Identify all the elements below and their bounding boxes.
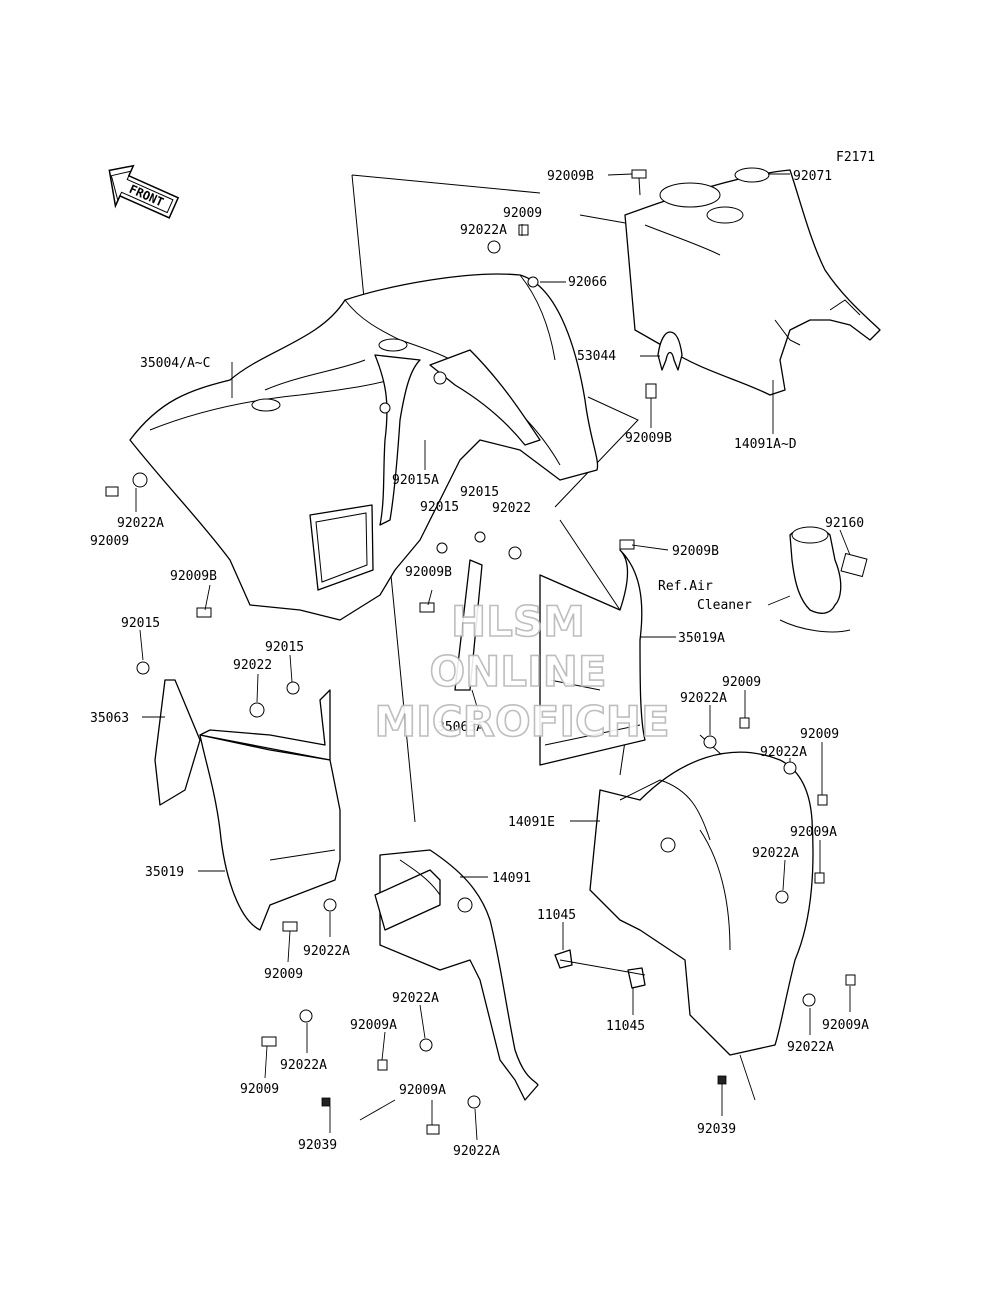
- watermark-line-1: HLSM: [451, 597, 585, 646]
- part-label: 92009B: [547, 169, 594, 184]
- part-label: 35019A: [678, 631, 725, 646]
- inner-fender-14091E: [589, 751, 814, 1056]
- watermark-line-3: MICROFICHE: [374, 697, 669, 746]
- part-label: 92009B: [625, 431, 672, 446]
- bracket-11045-bottom: [627, 967, 646, 989]
- fasteners: [105, 169, 856, 1135]
- part-label: 14091A~D: [734, 437, 797, 452]
- part-label: 92009B: [170, 569, 217, 584]
- part-label: 35063A: [437, 720, 484, 735]
- part-label: 92009A: [790, 825, 837, 840]
- part-label: 14091: [492, 871, 531, 886]
- bracket-35063: [154, 679, 201, 806]
- part-label: 11045: [537, 908, 576, 923]
- bracket-35063A: [454, 559, 483, 691]
- part-label: 35019: [145, 865, 184, 880]
- watermark-line-2: ONLINE: [429, 647, 606, 696]
- part-label: 92009B: [405, 565, 452, 580]
- part-label: 92022A: [117, 516, 164, 531]
- part-label: 35004/A~C: [140, 356, 210, 371]
- part-label: 92009A: [350, 1018, 397, 1033]
- ref-label-2: Cleaner: [697, 598, 752, 613]
- part-label: 92039: [298, 1138, 337, 1153]
- mud-flap-35019: [199, 689, 341, 931]
- part-label: 11045: [606, 1019, 645, 1034]
- part-label: 92071: [793, 169, 832, 184]
- part-label: 92015: [460, 485, 499, 500]
- part-label: 92015: [121, 616, 160, 631]
- part-label: 92066: [568, 275, 607, 290]
- mud-flap-35019A: [539, 549, 646, 766]
- part-labels: 92009B 92071 92009 92022A 92066 35004/A~…: [90, 169, 869, 1159]
- part-label: 92015: [265, 640, 304, 655]
- part-label: 92015A: [392, 473, 439, 488]
- part-label: 92009: [240, 1082, 279, 1097]
- grommet-92071: [734, 167, 770, 183]
- part-label: 92039: [697, 1122, 736, 1137]
- part-label: 92009A: [822, 1018, 869, 1033]
- part-label: 92022A: [760, 745, 807, 760]
- part-label: 92022A: [303, 944, 350, 959]
- top-cover-14091A-D: [624, 169, 881, 396]
- leader-lines: [135, 173, 851, 1141]
- part-label: 92009B: [672, 544, 719, 559]
- part-label: 92009: [800, 727, 839, 742]
- part-label: 53044: [577, 349, 616, 364]
- part-label: 14091E: [508, 815, 555, 830]
- part-label: 92009A: [399, 1083, 446, 1098]
- bracket-11045-top: [554, 949, 573, 969]
- part-label: 92022: [492, 501, 531, 516]
- part-label: 92015: [420, 500, 459, 515]
- part-label: 92022A: [460, 223, 507, 238]
- ref-label-1: Ref.Air: [658, 579, 713, 594]
- part-label: 92009: [90, 534, 129, 549]
- part-label: 92022A: [392, 991, 439, 1006]
- rear-fender-35004: [129, 273, 599, 621]
- part-label: 92009: [264, 967, 303, 982]
- part-label: 92022A: [453, 1144, 500, 1159]
- part-label: 92022A: [280, 1058, 327, 1073]
- part-label: 92009: [503, 206, 542, 221]
- figure-id: F2171: [836, 150, 875, 165]
- front-arrow-icon: FRONT: [108, 164, 180, 219]
- watermark: HLSM ONLINE MICROFICHE: [374, 596, 671, 747]
- part-label: 92009: [722, 675, 761, 690]
- part-label: 92022: [233, 658, 272, 673]
- part-label: 92022A: [752, 846, 799, 861]
- air-cleaner-duct-92160: [779, 526, 868, 633]
- part-label: 35063: [90, 711, 129, 726]
- part-label: 92160: [825, 516, 864, 531]
- inner-fender-14091: [374, 849, 539, 1101]
- part-label: 92022A: [787, 1040, 834, 1055]
- part-label: 92022A: [680, 691, 727, 706]
- clip-53044: [657, 331, 683, 371]
